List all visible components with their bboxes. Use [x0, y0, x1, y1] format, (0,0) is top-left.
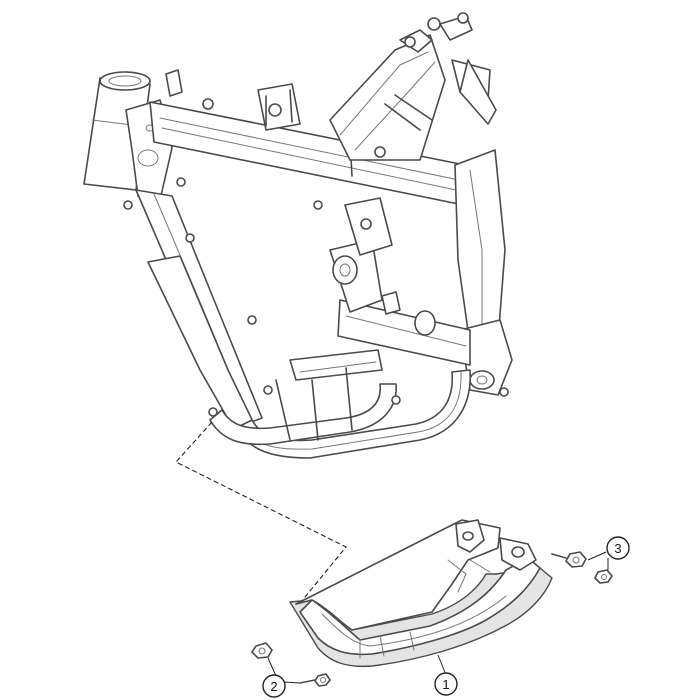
upper-main-beam — [149, 101, 499, 213]
rear-subframe — [329, 12, 497, 161]
callout-2-label: 2 — [270, 679, 277, 694]
callout-1: 1 — [434, 654, 458, 696]
motorcycle-frame — [83, 12, 513, 459]
skid-plate-bolt-front-left — [251, 642, 273, 659]
lower-cradle-tubes — [209, 349, 471, 459]
callout-1-label: 1 — [442, 677, 449, 692]
frame-mounting-tabs — [123, 69, 401, 417]
callout-3: 3 — [587, 536, 630, 570]
downtube — [135, 189, 263, 441]
skid-plate — [289, 519, 553, 668]
assembly-guide-line — [175, 421, 347, 609]
shock-mount-bracket — [257, 83, 301, 131]
callout-2: 2 — [262, 657, 301, 698]
skid-plate-bolt-rear-upper — [551, 551, 587, 568]
swingarm-pivot-cross-tube — [329, 197, 471, 366]
callout-3-label: 3 — [614, 541, 621, 556]
callout-2-circle — [262, 674, 286, 698]
callout-3-circle — [606, 536, 630, 560]
rear-frame-spar — [454, 149, 513, 397]
skid-plate-bolt-rear-lower — [594, 569, 613, 584]
skid-plate-bolt-front-right — [299, 673, 331, 687]
callout-1-circle — [434, 672, 458, 696]
